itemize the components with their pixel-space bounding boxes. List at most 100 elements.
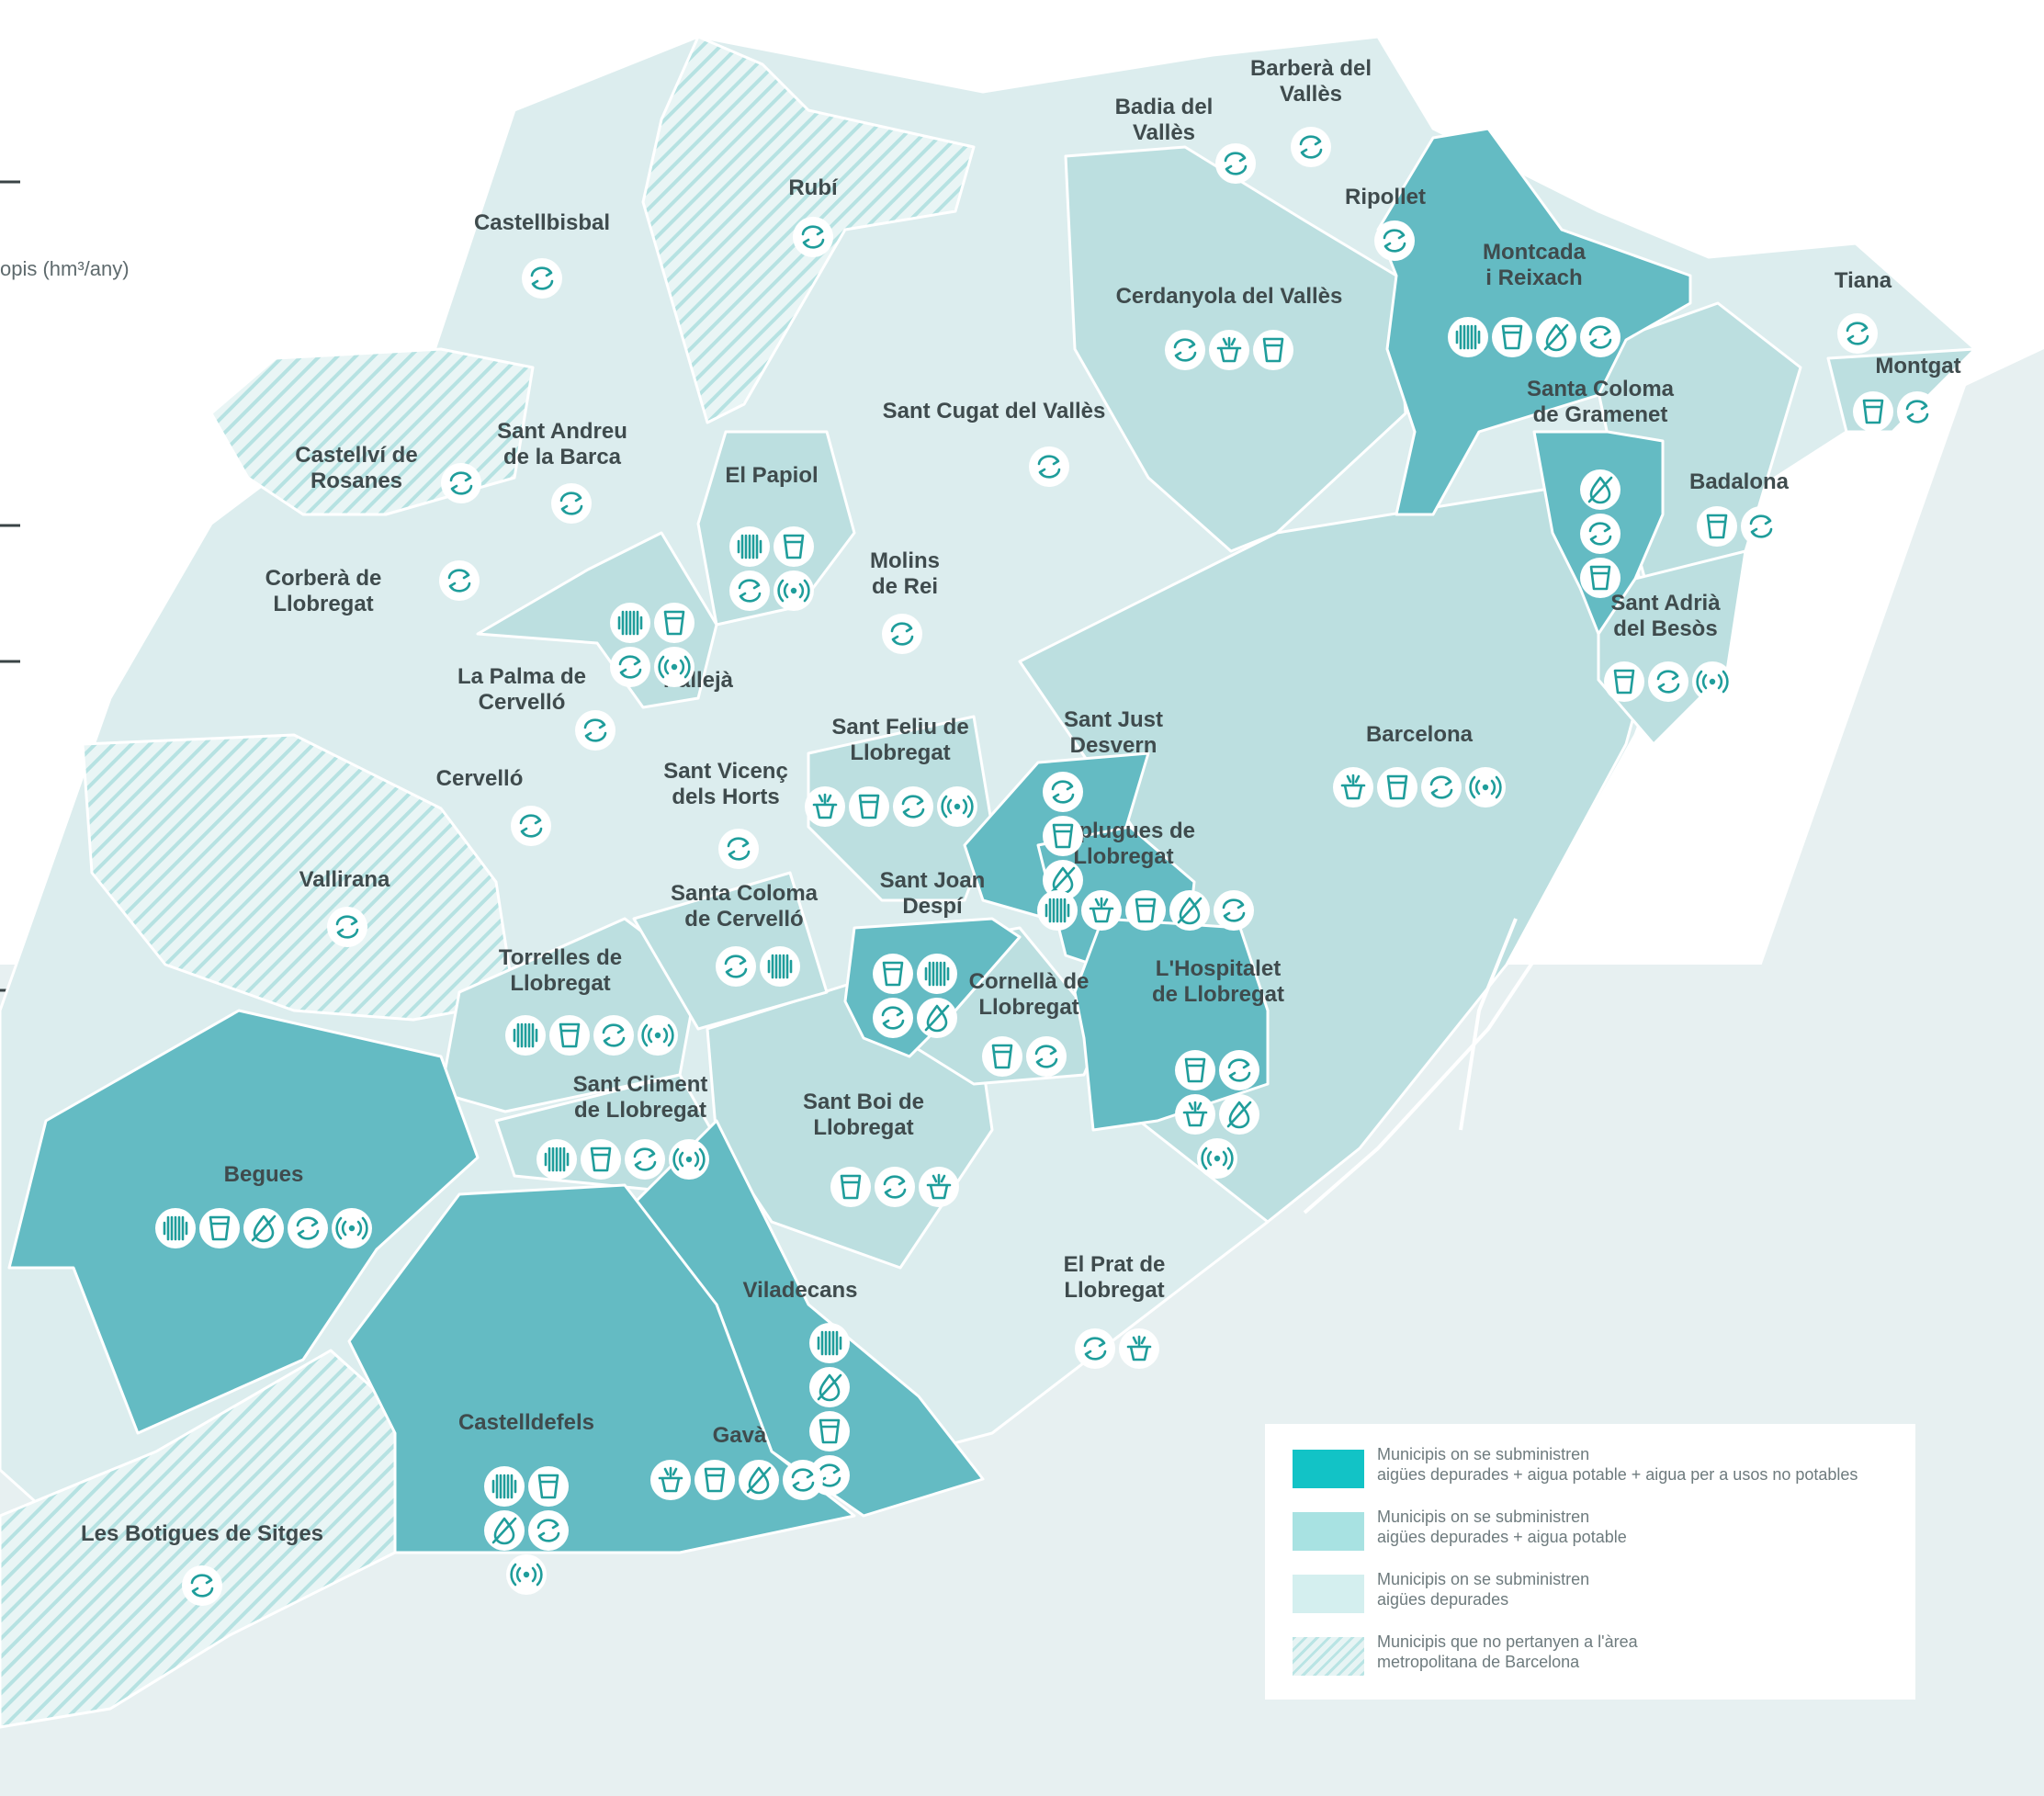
badges-santandreu <box>551 483 592 524</box>
label-line: Sant Boi de <box>803 1090 924 1114</box>
recycle-arrows-icon <box>610 647 650 687</box>
region-begues <box>7 1009 480 1435</box>
recycle-arrows-icon <box>1219 1050 1259 1090</box>
broadcast-signal-icon <box>638 1015 678 1056</box>
label-line: Sant Vicenç <box>663 759 788 784</box>
badges-corbera <box>439 560 480 601</box>
drinking-glass-icon <box>873 954 913 994</box>
label-line: Santa Coloma <box>1527 377 1675 401</box>
label-line: Corberà de <box>265 566 382 591</box>
label-line: Montgat <box>1875 354 1960 378</box>
drinking-glass-icon <box>1604 661 1644 702</box>
legend-text-light-line1: Municipis on se subministren <box>1377 1570 1590 1588</box>
recycle-arrows-icon <box>439 560 480 601</box>
legend-text-hatch-line1: Municipis que no pertanyen a l'àrea <box>1377 1632 1638 1651</box>
recycle-arrows-icon <box>1026 1036 1067 1077</box>
badges-lapalma <box>575 710 615 751</box>
vertical-lines-icon <box>610 603 650 643</box>
legend-swatch-hatch <box>1293 1637 1364 1676</box>
label-line: Begues <box>224 1162 304 1187</box>
broadcast-signal-icon <box>332 1208 372 1248</box>
label-viladecans: Viladecans <box>743 1278 858 1303</box>
broadcast-signal-icon <box>937 786 977 827</box>
badges-papiol <box>729 526 814 611</box>
fountain-icon <box>1081 890 1122 931</box>
recycle-arrows-icon <box>1648 661 1688 702</box>
label-line: de la Barca <box>503 445 622 469</box>
label-line: Badalona <box>1689 469 1790 494</box>
label-line: Viladecans <box>743 1278 858 1303</box>
recycle-arrows-icon <box>1580 514 1621 554</box>
recycle-arrows-icon <box>893 786 933 827</box>
badges-santboi <box>830 1167 959 1207</box>
recycle-arrows-icon <box>718 829 759 869</box>
label-line: del Besòs <box>1613 616 1717 641</box>
label-line: Montcada <box>1483 240 1587 265</box>
badges-viladecans <box>809 1323 850 1496</box>
recycle-arrows-icon <box>1165 330 1205 370</box>
label-papiol: El Papiol <box>725 463 818 488</box>
label-line: de Llobregat <box>1152 982 1284 1007</box>
label-line: Cervelló <box>479 690 566 715</box>
label-cerdanyola: Cerdanyola del Vallès <box>1116 284 1343 309</box>
label-line: Cornellà de <box>969 969 1090 994</box>
legend-text-dark-line1: Municipis on se subministren <box>1377 1445 1590 1463</box>
badges-tiana <box>1837 313 1878 354</box>
label-line: Vallirana <box>299 867 390 892</box>
label-line: Barcelona <box>1366 722 1474 747</box>
drinking-glass-icon <box>549 1015 590 1056</box>
badges-elprat <box>1075 1328 1159 1369</box>
badges-torrelles <box>505 1015 678 1056</box>
drinking-glass-icon <box>199 1208 240 1248</box>
recycle-arrows-icon <box>593 1015 634 1056</box>
broadcast-signal-icon <box>774 570 814 611</box>
municipality-icon-badges <box>155 127 1937 1606</box>
label-castelldefels: Castelldefels <box>458 1410 594 1435</box>
badges-botigues <box>182 1565 222 1606</box>
label-line: Molins <box>870 548 940 573</box>
badges-santcugat <box>1029 446 1069 487</box>
label-line: de Rei <box>872 574 938 599</box>
label-line: Sant Feliu de <box>831 715 968 740</box>
crossed-drop-icon <box>1169 890 1210 931</box>
label-line: Santa Coloma <box>671 881 819 906</box>
label-line: Tiana <box>1835 268 1892 293</box>
broadcast-signal-icon <box>669 1139 709 1180</box>
badges-vallirana <box>327 907 367 947</box>
label-line: Rubí <box>788 175 839 200</box>
drinking-glass-icon <box>1175 1050 1215 1090</box>
drinking-glass-icon <box>982 1036 1022 1077</box>
recycle-arrows-icon <box>1421 767 1462 808</box>
region-hospitalet <box>1073 917 1270 1132</box>
label-line: El Papiol <box>725 463 818 488</box>
legend-text-hatch-line2: metropolitana de Barcelona <box>1377 1653 1580 1671</box>
label-line: Llobregat <box>1073 844 1173 869</box>
label-badalona: Badalona <box>1689 469 1790 494</box>
label-line: de Llobregat <box>574 1098 706 1123</box>
label-line: Castelldefels <box>458 1410 594 1435</box>
broadcast-signal-icon <box>506 1554 547 1595</box>
crossed-drop-icon <box>1536 317 1576 357</box>
legend-swatch-mid <box>1293 1512 1364 1551</box>
label-line: Sant Climent <box>573 1072 708 1097</box>
label-line: Badia del <box>1115 95 1214 119</box>
label-line: Sant Andreu <box>497 419 627 444</box>
recycle-arrows-icon <box>783 1460 823 1500</box>
label-line: Llobregat <box>1064 1278 1164 1303</box>
crossed-drop-icon <box>484 1510 525 1551</box>
badges-montcada <box>1448 317 1621 357</box>
fountain-icon <box>919 1167 959 1207</box>
label-line: L'Hospitalet <box>1156 956 1281 981</box>
label-line: Les Botigues de Sitges <box>81 1521 323 1546</box>
badges-castellbisbal <box>522 258 562 299</box>
recycle-arrows-icon <box>882 614 922 654</box>
label-barcelona: Barcelona <box>1366 722 1474 747</box>
crossed-drop-icon <box>243 1208 284 1248</box>
